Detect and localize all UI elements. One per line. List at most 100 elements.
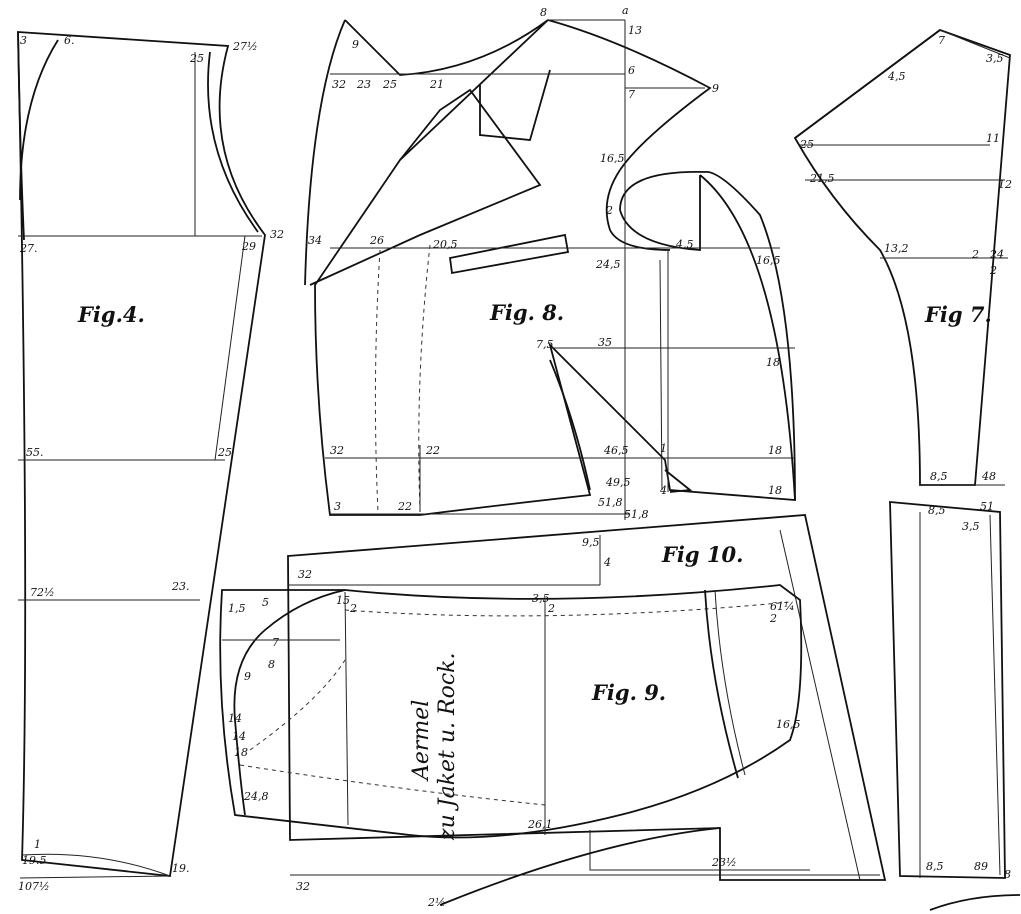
measurement-label: 5 [262, 596, 269, 609]
measurement-label: 14 [228, 712, 242, 725]
measurement-label: 1,5 [228, 602, 246, 615]
measurement-label: 3,5 [962, 520, 980, 533]
measurement-label: 24 [989, 248, 1004, 261]
measurement-label: 4 [659, 484, 667, 497]
measurement-label: 49,5 [605, 476, 631, 489]
measurement-label: 22 [397, 500, 412, 513]
measurement-label: 51,8 [624, 508, 649, 521]
measurement-label: 32 [296, 880, 310, 893]
figure-7-pattern [793, 28, 1021, 911]
measurement-label: 27. [19, 242, 38, 255]
measurement-label: 2 [547, 602, 555, 615]
measurement-label: 3,5 [986, 52, 1004, 65]
measurement-label: 25 [217, 446, 232, 459]
measurement-label: 8 [540, 6, 547, 19]
measurement-label: 2 [989, 264, 997, 277]
measurement-label: 14 [232, 730, 246, 743]
measurement-label: 19.5 [22, 854, 47, 867]
figure-7-measurements: 7 4,5 3,5 25 11 21,5 12 13,2 24 2 2 8,5 … [799, 34, 1012, 881]
figure-10-pattern [287, 514, 887, 906]
measurement-label: 13 [628, 24, 642, 37]
measurement-label: 25 [189, 52, 204, 65]
measurement-label: 46,5 [603, 444, 629, 457]
measurement-label: 13,2 [884, 242, 909, 255]
sleeve-caption-line1: Aermel [409, 700, 434, 782]
measurement-label: 15 [336, 594, 350, 607]
measurement-label: 24,8 [243, 790, 269, 803]
measurement-label: 9 [244, 670, 251, 683]
measurement-label: 25 [799, 138, 814, 151]
measurement-label: 2 [349, 602, 357, 615]
measurement-label: 32 [330, 444, 344, 457]
figure-9-title: Fig. 9. [591, 680, 666, 705]
figure-10-title: Fig 10. [661, 542, 743, 567]
measurement-label: 26,1 [527, 818, 553, 831]
figure-9-measurements: 1,5 5 15 3,5 2 2 7 14 9 8 14 18 24,8 26,… [228, 592, 801, 831]
measurement-label: 8,5 [928, 504, 946, 517]
measurement-label: 12 [998, 178, 1012, 191]
measurement-label: 18 [234, 746, 248, 759]
figure-9-pattern [219, 584, 803, 839]
measurement-label: 29 [241, 240, 256, 253]
measurement-label: a [622, 4, 629, 17]
measurement-label: 9,5 [582, 536, 600, 549]
measurement-label: 8 [268, 658, 275, 671]
measurement-label: 9 [712, 82, 719, 95]
measurement-label: 48 [981, 470, 996, 483]
measurement-label: 32 [332, 78, 346, 91]
measurement-label: 7 [628, 88, 635, 101]
measurement-label: 2½ [427, 896, 446, 909]
measurement-label: 107½ [18, 880, 50, 893]
measurement-label: 20,5 [432, 238, 458, 251]
measurement-label: 27½ [232, 40, 258, 53]
figure-7-title: Fig 7. [924, 302, 992, 327]
measurement-label: 18 [766, 356, 780, 369]
measurement-label: 23. [171, 580, 190, 593]
measurement-label: 32 [298, 568, 312, 581]
figure-8-measurements: 8 a 13 6 7 9 9 32 23 25 21 16,5 2 34 26 … [308, 4, 782, 521]
measurement-label: 21,5 [809, 172, 835, 185]
measurement-label: 51,8 [598, 496, 623, 509]
measurement-label: 4,5 [887, 70, 906, 83]
figure-8-pattern [304, 19, 796, 520]
measurement-label: 32 [270, 228, 284, 241]
measurement-label: 9 [352, 38, 359, 51]
measurement-label: 8,5 [926, 860, 944, 873]
measurement-label: 3,5 [532, 592, 550, 605]
measurement-label: 3 [20, 34, 27, 47]
measurement-label: 4 [603, 556, 611, 569]
measurement-label: 8,5 [930, 470, 948, 483]
sleeve-caption: Aermel zu Jaket u. Rock. [409, 653, 460, 841]
measurement-label: 24,5 [595, 258, 621, 271]
figure-4-title: Fig.4. [77, 302, 145, 327]
measurement-label: 25 [382, 78, 397, 91]
measurement-label: 4,5 [675, 238, 694, 251]
measurement-label: 16,5 [600, 152, 625, 165]
measurement-label: 16,5 [776, 718, 801, 731]
measurement-label: 22 [425, 444, 440, 457]
measurement-label: 23 [356, 78, 371, 91]
measurement-label: 16,5 [756, 254, 781, 267]
measurement-label: 6. [64, 34, 75, 47]
measurement-label: 61¼ [770, 600, 795, 613]
figure-4-pattern [17, 31, 266, 879]
measurement-label: 7 [272, 636, 279, 649]
figure-4-measurements: 3 6. 25 27½ 32 27. 29 55. 25 72½ 23. 1 1… [18, 34, 284, 893]
measurement-label: 21 [429, 78, 444, 91]
measurement-label: 72½ [30, 586, 55, 599]
measurement-label: 2 [605, 204, 613, 217]
measurement-label: 26 [369, 234, 384, 247]
measurement-label: 8 [1004, 868, 1011, 881]
figure-10-measurements: 9,5 4 32 32 23½ 2½ [296, 536, 737, 909]
measurement-label: 7 [938, 34, 945, 47]
measurement-label: 51 [980, 500, 994, 513]
figure-8-title: Fig. 8. [489, 300, 564, 325]
measurement-label: 19. [172, 862, 190, 875]
measurement-label: 18 [768, 484, 782, 497]
measurement-label: 7,5 [536, 338, 554, 351]
measurement-label: 11 [986, 132, 1000, 145]
measurement-label: 18 [768, 444, 782, 457]
measurement-label: 1 [34, 838, 41, 851]
measurement-label: 3 [334, 500, 341, 513]
